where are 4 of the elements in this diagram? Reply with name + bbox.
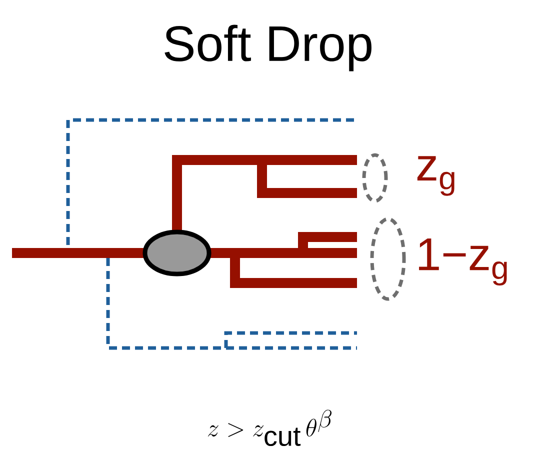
- branch-label: 1−z$_{g}$: [419, 238, 507, 286]
- formula-caption: $z > z_{\mathrm{cut}}\,\theta^{\beta}$: [208, 410, 332, 446]
- title: Soft Drop: [164, 24, 372, 72]
- branch-label: z$_{g}$: [417, 156, 454, 196]
